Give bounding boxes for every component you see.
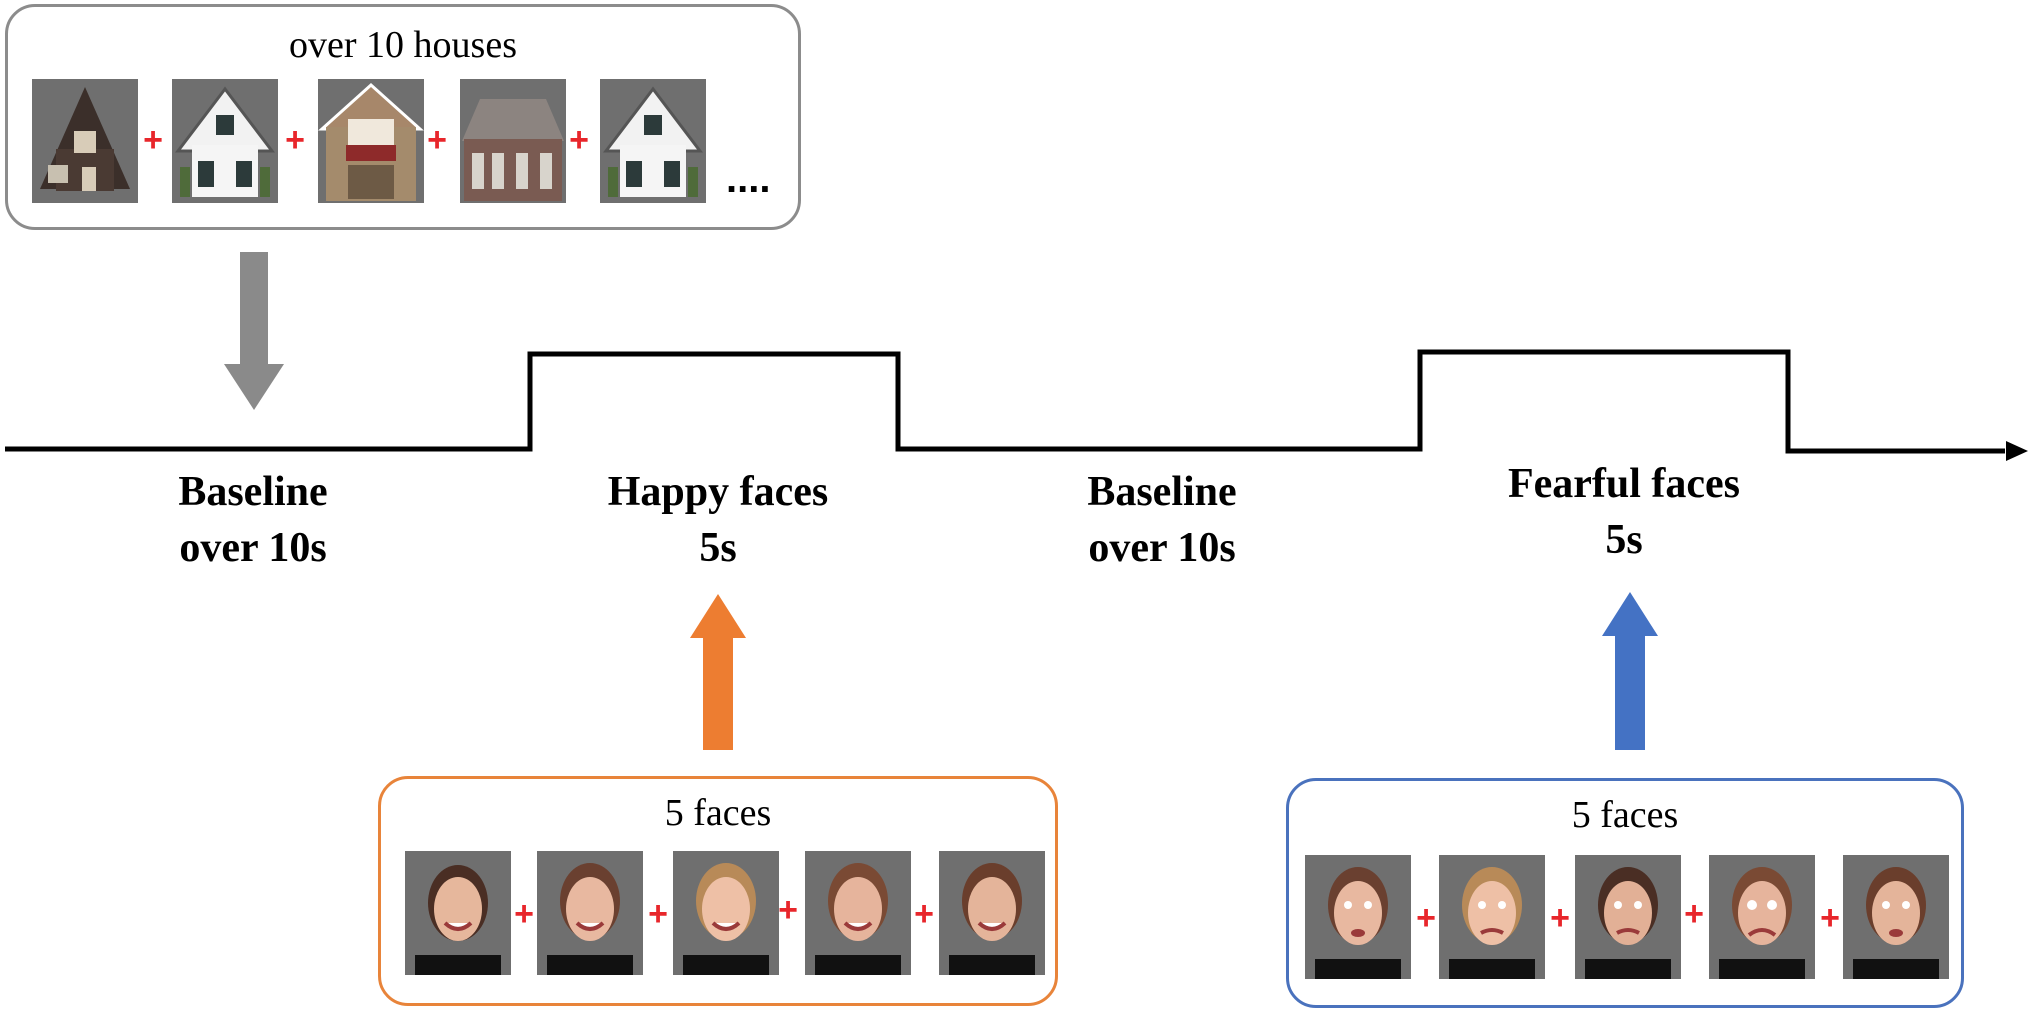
separator-plus: + <box>914 895 934 933</box>
house-icon <box>40 87 130 191</box>
face-icon <box>1449 867 1535 979</box>
face-icon <box>683 863 769 975</box>
house-image-1 <box>32 79 138 203</box>
grey-down-arrow-icon <box>224 252 284 410</box>
house-image-2 <box>172 79 278 203</box>
house-icon <box>462 99 564 201</box>
house-icon <box>602 86 704 197</box>
face-icon <box>547 863 633 975</box>
separator-plus: + <box>285 121 305 159</box>
fearful-face-image-3 <box>1575 855 1681 979</box>
happy-faces-stimulus-box: 5 faces + + + <box>378 776 1058 1006</box>
separator-plus: + <box>569 121 589 159</box>
happy-faces-label: Happy faces 5s <box>607 469 829 571</box>
face-icon <box>1853 867 1939 979</box>
happy-box-title: 5 faces <box>664 792 772 834</box>
timeline-arrowhead <box>2006 441 2028 461</box>
fearful-box-title: 5 faces <box>1571 794 1679 836</box>
orange-up-arrow-icon <box>690 594 746 750</box>
face-icon <box>1315 867 1401 979</box>
happy-face-image-4 <box>805 851 911 975</box>
separator-plus: + <box>1820 899 1840 937</box>
fearful-face-image-1 <box>1305 855 1411 979</box>
fearful-faces-stimulus-box: 5 faces + + + <box>1286 778 1964 1008</box>
fearful-face-image-2 <box>1439 855 1545 979</box>
house-image-5 <box>600 79 706 203</box>
house-image-4 <box>460 79 566 203</box>
separator-plus: + <box>778 891 798 929</box>
house-image-3 <box>318 79 424 203</box>
baseline-label-2: Baseline over 10s <box>1087 469 1237 571</box>
happy-face-image-3 <box>673 851 779 975</box>
house-icon <box>174 86 276 197</box>
timeline-line <box>5 349 2005 454</box>
houses-stimulus-box: over 10 houses + + + <box>5 4 801 230</box>
separator-plus: + <box>1416 899 1436 937</box>
happy-face-image-2 <box>537 851 643 975</box>
blue-up-arrow-icon <box>1602 592 1658 750</box>
fearful-faces-label: Fearful faces 5s <box>1507 461 1741 563</box>
separator-plus: + <box>143 121 163 159</box>
face-icon <box>815 863 901 975</box>
fearful-face-image-4 <box>1709 855 1815 979</box>
separator-plus: + <box>514 895 534 933</box>
fearful-face-image-5 <box>1843 855 1949 979</box>
separator-plus: + <box>427 121 447 159</box>
face-icon <box>1585 867 1671 979</box>
separator-plus: + <box>648 895 668 933</box>
baseline-label-1: Baseline over 10s <box>178 469 328 571</box>
face-icon <box>949 863 1035 975</box>
face-icon <box>415 865 501 975</box>
more-houses-ellipsis: .... <box>726 157 771 201</box>
face-icon <box>1719 867 1805 979</box>
happy-face-image-5 <box>939 851 1045 975</box>
separator-plus: + <box>1550 899 1570 937</box>
houses-box-title: over 10 houses <box>289 24 517 66</box>
house-icon <box>318 82 424 201</box>
happy-face-image-1 <box>405 851 511 975</box>
separator-plus: + <box>1684 895 1704 933</box>
